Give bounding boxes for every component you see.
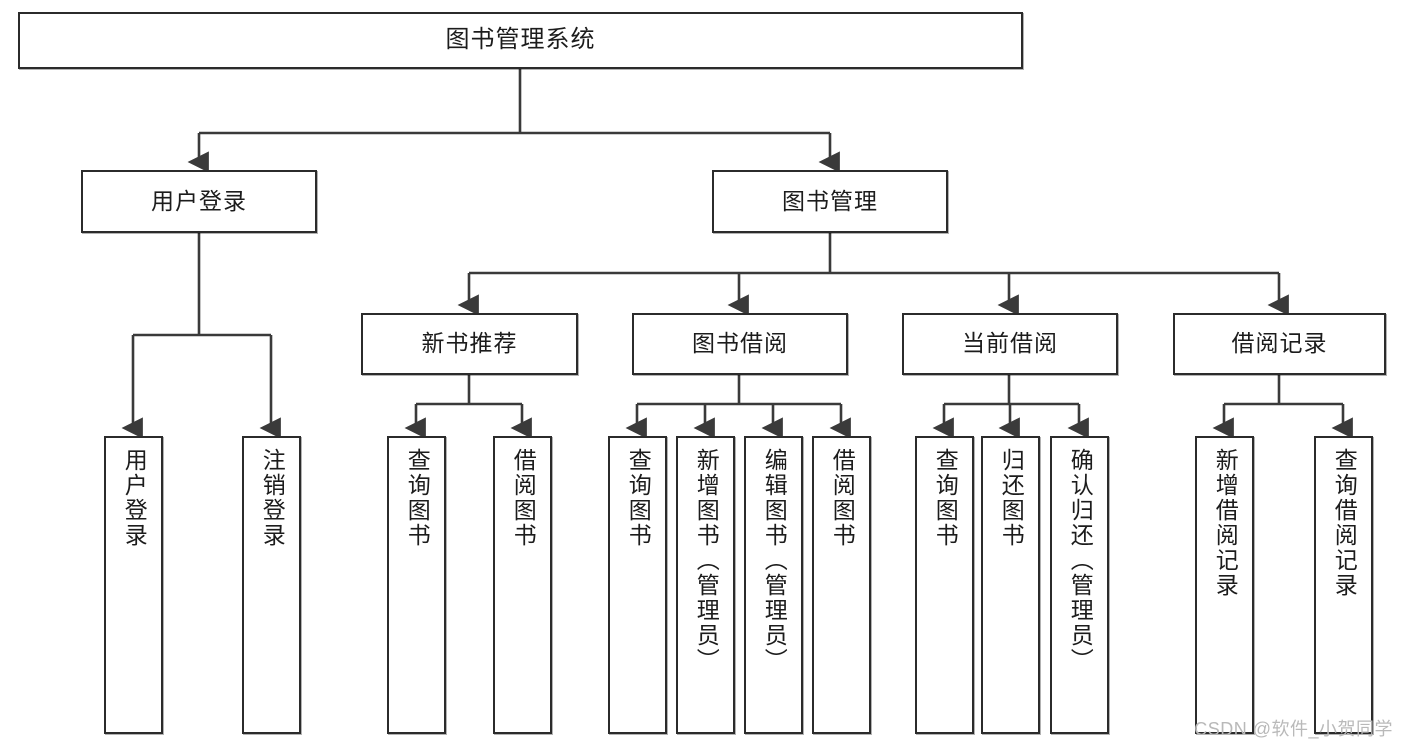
leaf-label: 借阅图书 xyxy=(510,448,537,548)
node-book-management[interactable]: 图书管理 xyxy=(712,170,948,233)
node-label: 图书管理 xyxy=(782,187,878,214)
leaf-add-book-admin[interactable]: 新增图书（管理员） xyxy=(676,436,735,734)
leaf-add-borrow-record[interactable]: 新增借阅记录 xyxy=(1195,436,1254,734)
leaf-user-login[interactable]: 用户登录 xyxy=(104,436,163,734)
leaf-confirm-return-admin[interactable]: 确认归还（管理员） xyxy=(1050,436,1109,734)
leaf-label: 查询图书 xyxy=(625,448,652,548)
node-current-borrow[interactable]: 当前借阅 xyxy=(902,313,1118,375)
leaf-label: 确认归还（管理员） xyxy=(1067,448,1094,673)
node-label: 当前借阅 xyxy=(962,330,1058,357)
leaf-query-books-current[interactable]: 查询图书 xyxy=(915,436,974,734)
leaf-query-books-borrow[interactable]: 查询图书 xyxy=(608,436,667,734)
node-book-borrow[interactable]: 图书借阅 xyxy=(632,313,848,375)
node-label: 用户登录 xyxy=(151,187,247,214)
leaf-borrow-books-recommend[interactable]: 借阅图书 xyxy=(493,436,552,734)
leaf-logout[interactable]: 注销登录 xyxy=(242,436,301,734)
node-user-login[interactable]: 用户登录 xyxy=(81,170,317,233)
leaf-label: 归还图书 xyxy=(998,448,1025,548)
node-borrow-record[interactable]: 借阅记录 xyxy=(1173,313,1386,375)
leaf-edit-book-admin[interactable]: 编辑图书（管理员） xyxy=(744,436,803,734)
leaf-label: 编辑图书（管理员） xyxy=(761,448,788,673)
leaf-label: 新增借阅记录 xyxy=(1212,448,1239,598)
leaf-label: 注销登录 xyxy=(259,448,286,548)
node-new-book-recommend[interactable]: 新书推荐 xyxy=(361,313,578,375)
leaf-label: 新增图书（管理员） xyxy=(693,448,720,673)
csdn-watermark: CSDN @软件_小贺同学 xyxy=(1194,719,1393,739)
leaf-label: 借阅图书 xyxy=(829,448,856,548)
leaf-query-books-recommend[interactable]: 查询图书 xyxy=(387,436,446,734)
node-label: 图书借阅 xyxy=(692,330,788,357)
leaf-label: 查询借阅记录 xyxy=(1331,448,1358,598)
leaf-label: 用户登录 xyxy=(121,448,148,548)
node-label: 借阅记录 xyxy=(1231,330,1328,357)
node-label: 新书推荐 xyxy=(421,330,518,357)
leaf-borrow-books[interactable]: 借阅图书 xyxy=(812,436,871,734)
node-label: 图书管理系统 xyxy=(445,26,596,54)
leaf-label: 查询图书 xyxy=(932,448,959,548)
leaf-return-books[interactable]: 归还图书 xyxy=(981,436,1040,734)
leaf-query-borrow-record[interactable]: 查询借阅记录 xyxy=(1314,436,1373,734)
leaf-label: 查询图书 xyxy=(404,448,431,548)
node-root-book-management-system[interactable]: 图书管理系统 xyxy=(18,12,1023,69)
